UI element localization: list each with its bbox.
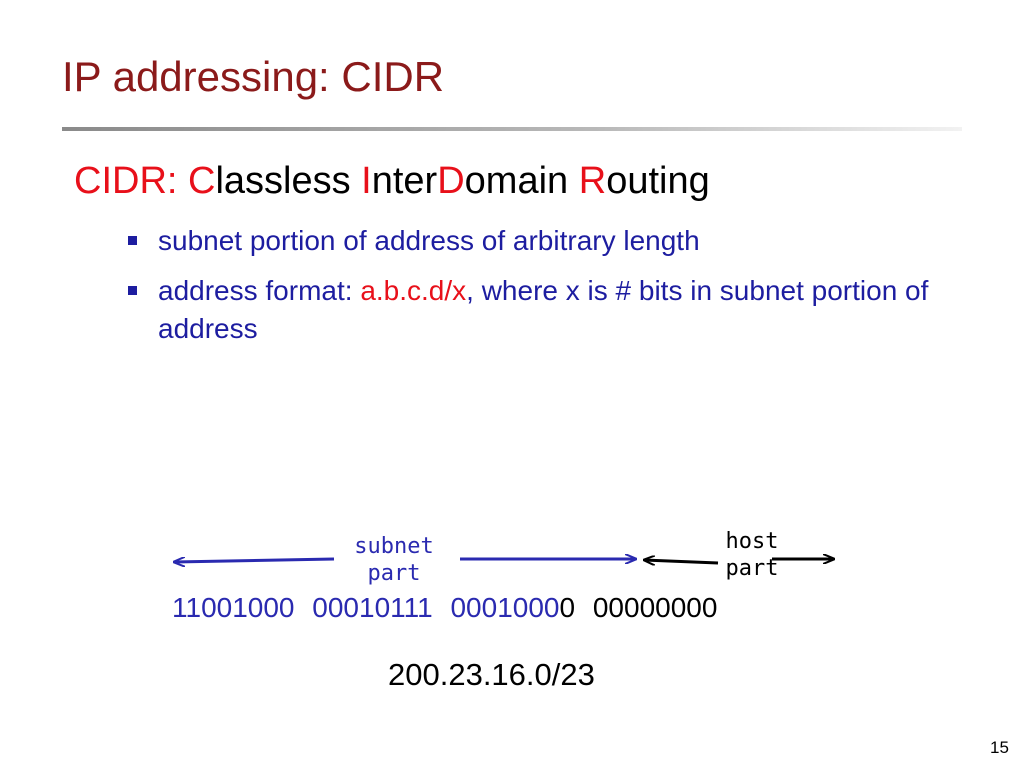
square-bullet-icon: [128, 236, 137, 245]
subnet-label-line2: part: [367, 561, 421, 586]
cidr-notation: 200.23.16.0/23: [388, 657, 595, 692]
heading-letter-d: D: [437, 160, 465, 202]
square-bullet-icon: [128, 286, 137, 295]
binary-octet-4: 00000000: [592, 592, 718, 623]
bullet-text: subnet portion of address of arbitrary l…: [158, 225, 700, 256]
page-number: 15: [990, 738, 1009, 757]
bullet-text-end: , where x is # bits in subnet portion of…: [158, 275, 929, 344]
subnet-label-line1: subnet: [354, 534, 434, 559]
heading-word-lassless: lassless: [215, 160, 362, 202]
heading-word-omain: omain: [464, 160, 579, 202]
title-divider: [62, 127, 962, 131]
binary-address: 11001000 00010111 00010000 00000000: [172, 594, 717, 622]
slide-title: IP addressing: CIDR: [62, 53, 445, 100]
heading-letter-i: I: [361, 160, 372, 202]
binary-octet-3-host-bit: 0: [559, 592, 576, 623]
bullet-text-start: address format:: [158, 275, 361, 306]
host-arrow-left: [644, 560, 719, 563]
host-label-line2: part: [725, 556, 779, 581]
heading-word-nter: nter: [371, 160, 438, 202]
cidr-heading: CIDR: Classless InterDomain Routing: [74, 162, 710, 200]
bullet-item-subnet-portion: subnet portion of address of arbitrary l…: [126, 222, 986, 260]
binary-octet-2: 00010111: [312, 592, 433, 623]
binary-octet-1: 11001000: [172, 592, 295, 623]
heading-letter-c: C: [188, 160, 216, 202]
subnet-arrow-left: [174, 559, 335, 562]
subnet-part-label: subnet part: [344, 533, 444, 587]
host-part-label: host part: [712, 528, 792, 582]
heading-word-outing: outing: [606, 160, 710, 202]
heading-prefix: CIDR:: [74, 160, 188, 202]
address-format-notation: a.b.c.d/x: [360, 275, 467, 306]
bullet-item-address-format: address format: a.b.c.d/x, where x is # …: [126, 272, 986, 348]
bullet-list: subnet portion of address of arbitrary l…: [126, 222, 986, 360]
heading-letter-r: R: [578, 160, 607, 202]
binary-octet-3-subnet-bits: 0001000: [450, 592, 560, 623]
host-label-line1: host: [725, 529, 779, 554]
